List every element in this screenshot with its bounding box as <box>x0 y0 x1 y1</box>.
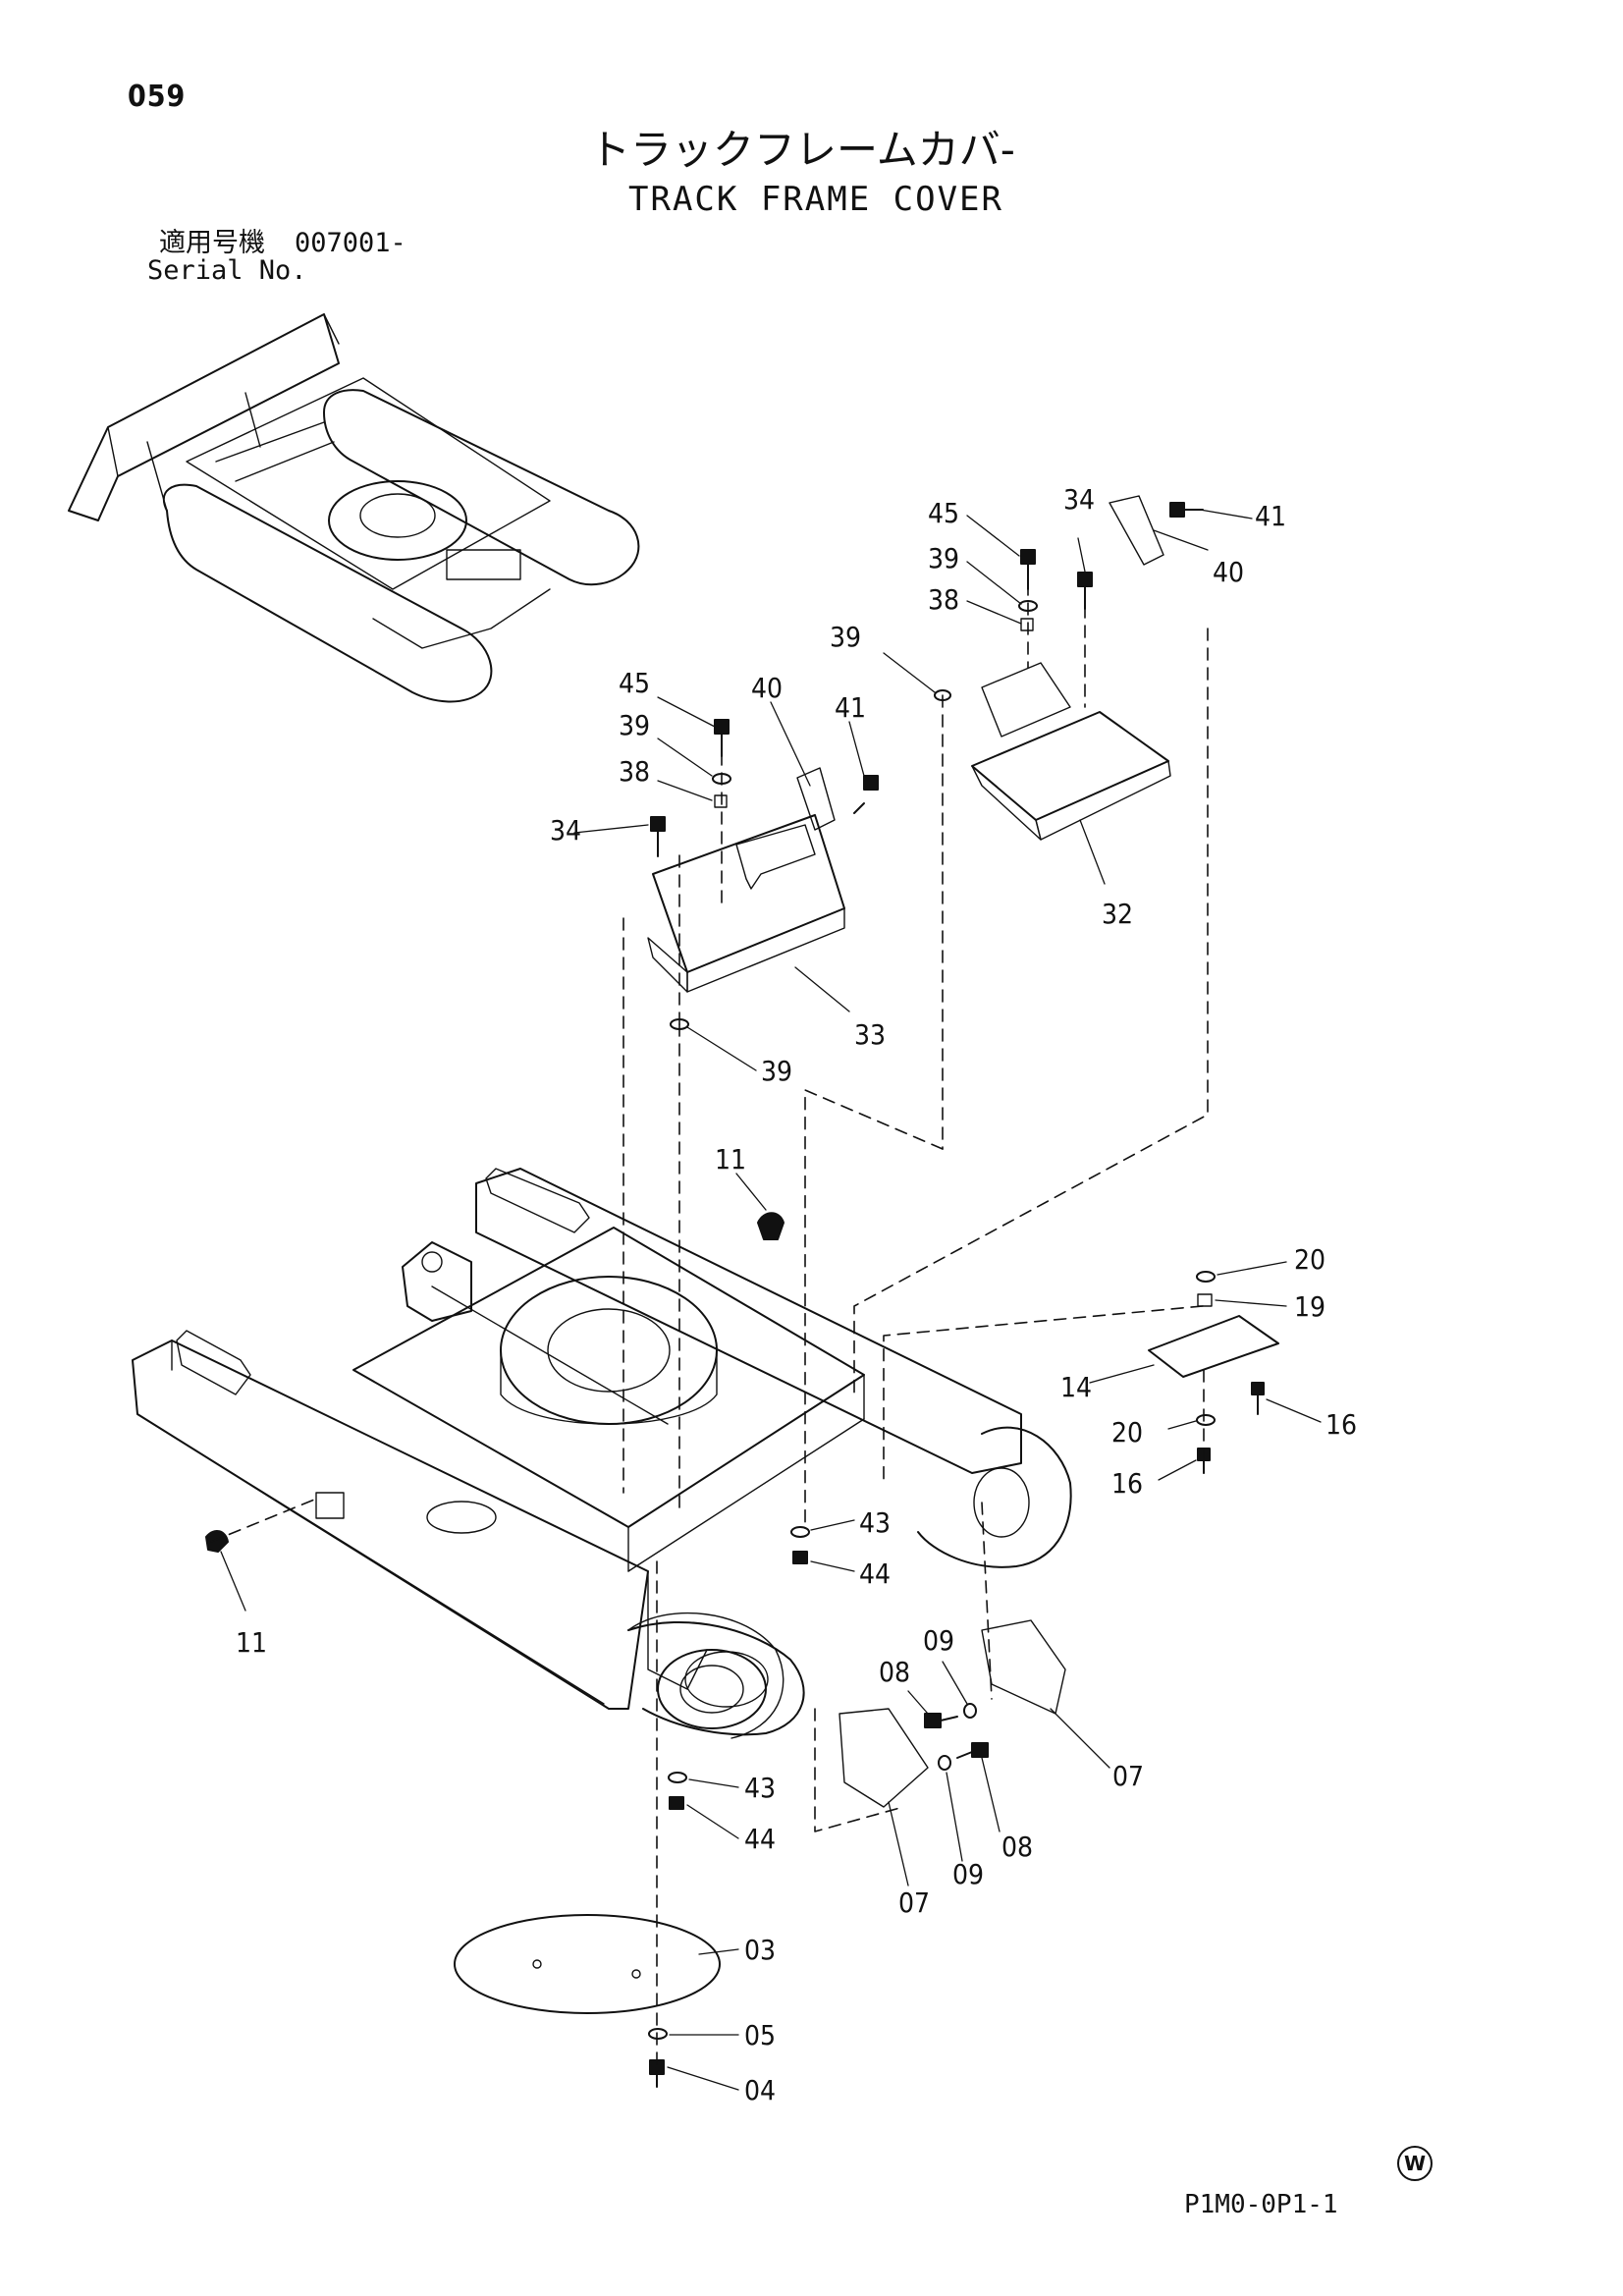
callout-44: 44 <box>744 1823 776 1855</box>
callout-45: 45 <box>619 667 650 699</box>
callout-38: 38 <box>619 755 650 788</box>
track-frame-cover-33 <box>647 814 845 993</box>
track-frame-cover-32 <box>971 662 1171 841</box>
front-drive-housing <box>657 1649 767 1729</box>
callout-39: 39 <box>830 621 861 653</box>
serial-range: 007001- <box>295 228 406 258</box>
drawing-code: P1M0-0P1-1 <box>1184 2190 1338 2219</box>
side-cover-07-right <box>981 1619 1066 1715</box>
assembly-guide-lines <box>210 563 1209 2088</box>
hardware-bolts <box>205 502 1279 2088</box>
callout-39: 39 <box>928 542 959 574</box>
bracket-40-upper <box>1109 495 1164 566</box>
right-guard <box>485 1168 590 1233</box>
callout-16: 16 <box>1325 1408 1357 1441</box>
serial-label-english: Serial No. <box>147 255 307 286</box>
callout-43: 43 <box>744 1772 776 1804</box>
callout-34: 34 <box>550 814 581 847</box>
under-cover-03 <box>454 1914 721 2014</box>
serial-label-japanese: 適用号機 <box>159 228 265 258</box>
left-side-frame <box>132 1339 649 1710</box>
callout-16: 16 <box>1111 1467 1143 1500</box>
callout-38: 38 <box>928 583 959 616</box>
center-deck <box>352 1227 865 1528</box>
callout-11: 11 <box>236 1626 267 1659</box>
right-idler <box>917 1426 1072 1568</box>
right-side-frame <box>475 1168 1022 1474</box>
callout-40: 40 <box>1213 556 1244 588</box>
overview-frame <box>186 377 551 590</box>
callout-41: 41 <box>835 691 866 724</box>
w-mark-symbol: W <box>1397 2146 1433 2181</box>
bracket-40-lower <box>796 767 836 831</box>
left-guard <box>176 1330 251 1395</box>
overview-swing-bearing <box>328 480 467 561</box>
callout-41: 41 <box>1255 500 1286 532</box>
callout-09: 09 <box>952 1858 984 1890</box>
callout-11: 11 <box>715 1143 746 1175</box>
page-title-english: TRACK FRAME COVER <box>628 180 1003 219</box>
callout-34: 34 <box>1063 483 1095 516</box>
callout-09: 09 <box>923 1624 954 1657</box>
machine-overview-drawing <box>68 313 640 703</box>
callout-39: 39 <box>619 709 650 741</box>
callout-14: 14 <box>1060 1371 1092 1403</box>
callout-03: 03 <box>744 1934 776 1966</box>
callout-43: 43 <box>859 1506 891 1539</box>
callout-20: 20 <box>1111 1416 1143 1449</box>
callout-08: 08 <box>879 1656 910 1688</box>
callout-45: 45 <box>928 497 959 529</box>
callout-39: 39 <box>761 1055 792 1087</box>
overview-right-track <box>323 389 640 586</box>
swing-bearing <box>500 1276 718 1425</box>
page-number: 059 <box>128 80 187 114</box>
overview-left-track <box>162 483 493 703</box>
lower-track-frame <box>132 1168 1072 1739</box>
callout-leaders <box>220 509 1322 2091</box>
side-cover-07-left <box>839 1708 929 1808</box>
callout-44: 44 <box>859 1558 891 1590</box>
callout-labels: 45 34 41 39 40 38 39 32 45 40 41 39 38 3… <box>236 483 1357 2106</box>
callout-05: 05 <box>744 2019 776 2051</box>
callout-33: 33 <box>854 1018 886 1051</box>
callout-07: 07 <box>1112 1760 1144 1792</box>
callout-08: 08 <box>1001 1831 1033 1863</box>
cover-14 <box>1148 1315 1279 1378</box>
callout-40: 40 <box>751 672 783 704</box>
callout-20: 20 <box>1294 1243 1325 1276</box>
callout-19: 19 <box>1294 1290 1325 1323</box>
callout-07: 07 <box>898 1886 930 1919</box>
callout-32: 32 <box>1102 898 1133 930</box>
callout-04: 04 <box>744 2074 776 2106</box>
left-idler <box>627 1620 805 1736</box>
king-post <box>402 1241 472 1322</box>
page-title-japanese: トラックフレームカバ- <box>589 126 1015 174</box>
